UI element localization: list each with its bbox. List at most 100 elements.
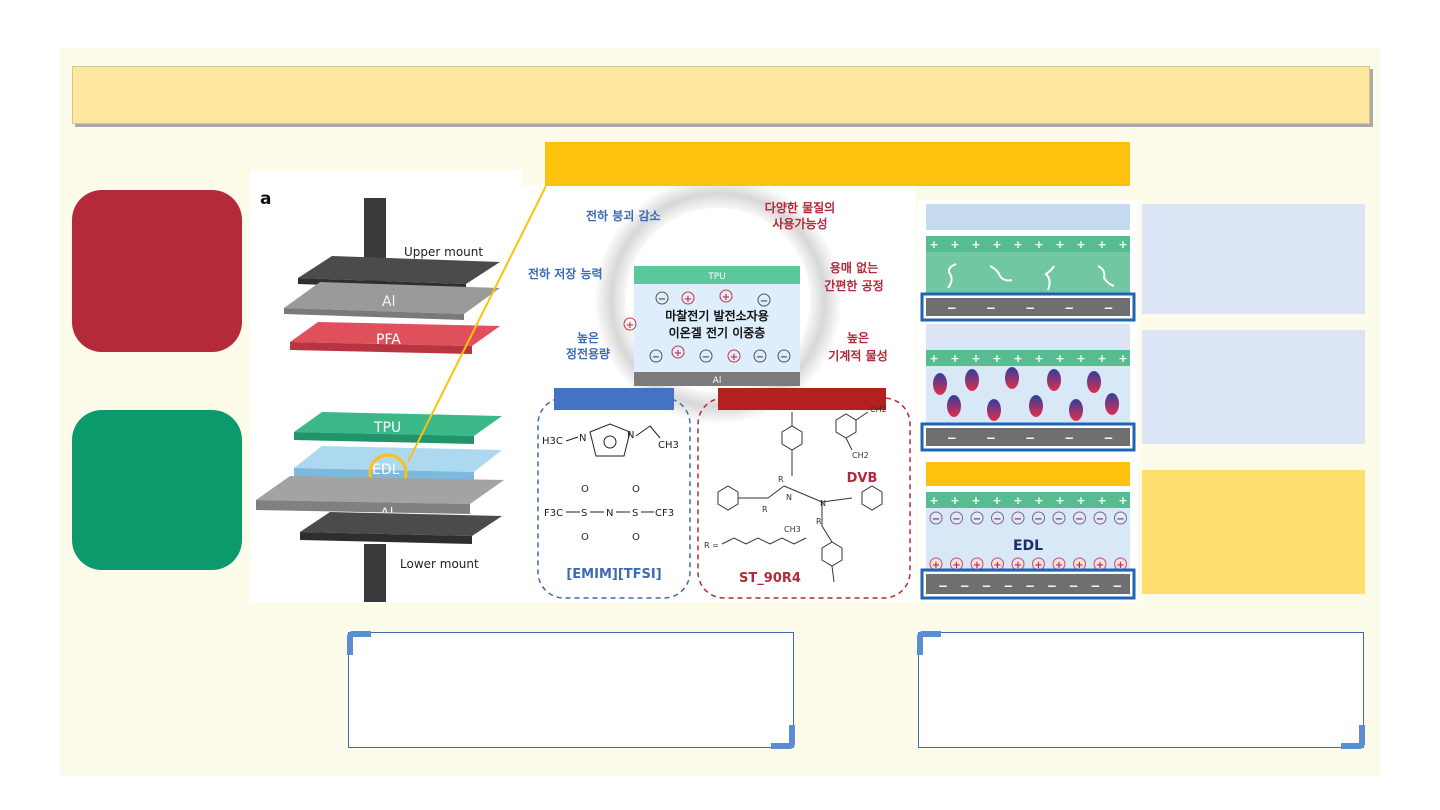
tpu-label: TPU xyxy=(373,420,401,436)
svg-text:−: − xyxy=(756,352,764,363)
al-minus-charge: − xyxy=(986,301,996,315)
center-tpu-label: TPU xyxy=(707,272,726,282)
orange-header-bar xyxy=(546,142,1130,186)
svg-text:N: N xyxy=(606,508,613,519)
tpu-plus-charge: + xyxy=(950,494,959,507)
device-stack-figure: a Upper mount Al PFA TPU EDL Al Lower mo… xyxy=(250,170,522,602)
anion xyxy=(1032,511,1045,525)
svg-text:+: + xyxy=(674,348,682,359)
al-minus-charge: − xyxy=(1003,579,1013,593)
al-minus-charge: − xyxy=(1025,579,1035,593)
al-minus-charge: − xyxy=(1064,301,1074,315)
svg-text:N: N xyxy=(786,493,792,502)
svg-text:H3C: H3C xyxy=(542,436,563,447)
al-minus-charge: − xyxy=(1103,301,1113,315)
state3-edl-label: EDL xyxy=(1013,538,1043,554)
state2-electrode-frame xyxy=(920,422,1136,452)
al-minus-charge: − xyxy=(947,431,957,445)
green-label-box xyxy=(72,410,242,570)
right-panel-3 xyxy=(1142,470,1365,594)
tpu-plus-charge: + xyxy=(1076,494,1085,507)
ion-pair xyxy=(947,395,961,417)
svg-text:F3C: F3C xyxy=(544,508,563,519)
tpu-plus-charge: + xyxy=(1076,352,1085,365)
feature-capacitance-line1: 높은 xyxy=(577,331,599,345)
lower-rod xyxy=(364,544,386,602)
tpu-plus-charge: + xyxy=(992,494,1001,507)
anion xyxy=(970,511,984,525)
state2-tpu xyxy=(926,350,1130,366)
anion-sign: − xyxy=(993,514,1001,525)
svg-text:R: R xyxy=(816,517,822,526)
feature-mechanical-line2: 기계적 물성 xyxy=(828,348,887,363)
anion-sign: − xyxy=(1096,514,1104,525)
cation-sign: + xyxy=(1116,560,1124,571)
tpu-plus-charge: + xyxy=(1097,238,1106,251)
svg-text:R: R xyxy=(762,505,768,514)
ion-pair xyxy=(1105,393,1119,415)
center-al-label: Al xyxy=(713,376,722,386)
polymer-header xyxy=(718,388,886,410)
right-panel-1 xyxy=(1142,204,1365,314)
note-box-right xyxy=(917,631,1365,749)
ion-pair xyxy=(987,399,1001,421)
ion-pair xyxy=(1005,367,1019,389)
svg-text:CH3: CH3 xyxy=(658,440,679,451)
state3-al xyxy=(926,574,1130,594)
feature-materials-line2: 사용가능성 xyxy=(772,216,827,231)
cation-sign: + xyxy=(932,560,940,571)
tpu-plus-charge: + xyxy=(1097,494,1106,507)
svg-text:−: − xyxy=(760,296,768,307)
lower-mount-label: Lower mount xyxy=(400,557,479,571)
anion xyxy=(929,511,943,525)
svg-text:S: S xyxy=(581,508,587,519)
state1-chains xyxy=(947,263,1115,291)
svg-text:N: N xyxy=(820,499,826,508)
svg-text:+: + xyxy=(684,294,692,305)
state2-ions xyxy=(933,367,1119,421)
red-label-box xyxy=(72,190,242,352)
polymer-structure xyxy=(717,411,883,583)
al-minus-charge: − xyxy=(938,579,948,593)
svg-text:O: O xyxy=(632,532,640,543)
tpu-plus-charge: + xyxy=(1013,352,1022,365)
tpu-plus-charge: + xyxy=(1118,494,1127,507)
tpu-plus-charge: + xyxy=(1013,238,1022,251)
note-box-left xyxy=(347,631,795,749)
anion xyxy=(1114,511,1127,525)
panel-letter: a xyxy=(260,189,271,209)
anion-sign: − xyxy=(952,514,960,525)
svg-text:R: R xyxy=(778,475,784,484)
anion-sign: − xyxy=(1116,514,1124,525)
svg-text:S: S xyxy=(632,508,638,519)
cation-sign: + xyxy=(973,560,981,571)
center-title-line1: 마찰전기 발전소자용 xyxy=(665,308,769,323)
state1-tpu xyxy=(926,236,1130,252)
state2-al xyxy=(926,428,1130,446)
al-minus-charge: − xyxy=(1103,431,1113,445)
emim-structure: H3C N N CH3 xyxy=(542,423,679,457)
tpu-plus-charge: + xyxy=(1055,238,1064,251)
al-minus-charge: − xyxy=(1025,301,1035,315)
cation-sign: + xyxy=(1034,560,1042,571)
ion-gel-edl-figure: 전하 붕괴 감소 다양한 물질의 사용가능성 전하 저장 능력 용매 없는 간편… xyxy=(522,176,916,602)
anion-sign: − xyxy=(973,514,981,525)
ion-pair xyxy=(965,369,979,391)
al-top-label: Al xyxy=(382,294,395,310)
tpu-plate xyxy=(294,412,502,436)
tpu-plus-charge: + xyxy=(992,352,1001,365)
state3-tpu xyxy=(926,492,1130,508)
center-title-line2: 이온겔 전기 이중층 xyxy=(669,325,766,340)
ion-pair xyxy=(1029,395,1043,417)
tpu-plus-charge: + xyxy=(971,352,980,365)
tpu-plus-charge: + xyxy=(929,238,938,251)
state3-header xyxy=(926,462,1130,486)
tpu-plus-charge: + xyxy=(971,494,980,507)
svg-text:CH2: CH2 xyxy=(852,451,869,460)
al-minus-charge: − xyxy=(960,579,970,593)
tpu-plus-charge: + xyxy=(1034,238,1043,251)
anion-sign: − xyxy=(1075,514,1083,525)
svg-text:−: − xyxy=(780,352,788,363)
pfa-plate xyxy=(290,322,500,346)
al-minus-charge: − xyxy=(1047,579,1057,593)
